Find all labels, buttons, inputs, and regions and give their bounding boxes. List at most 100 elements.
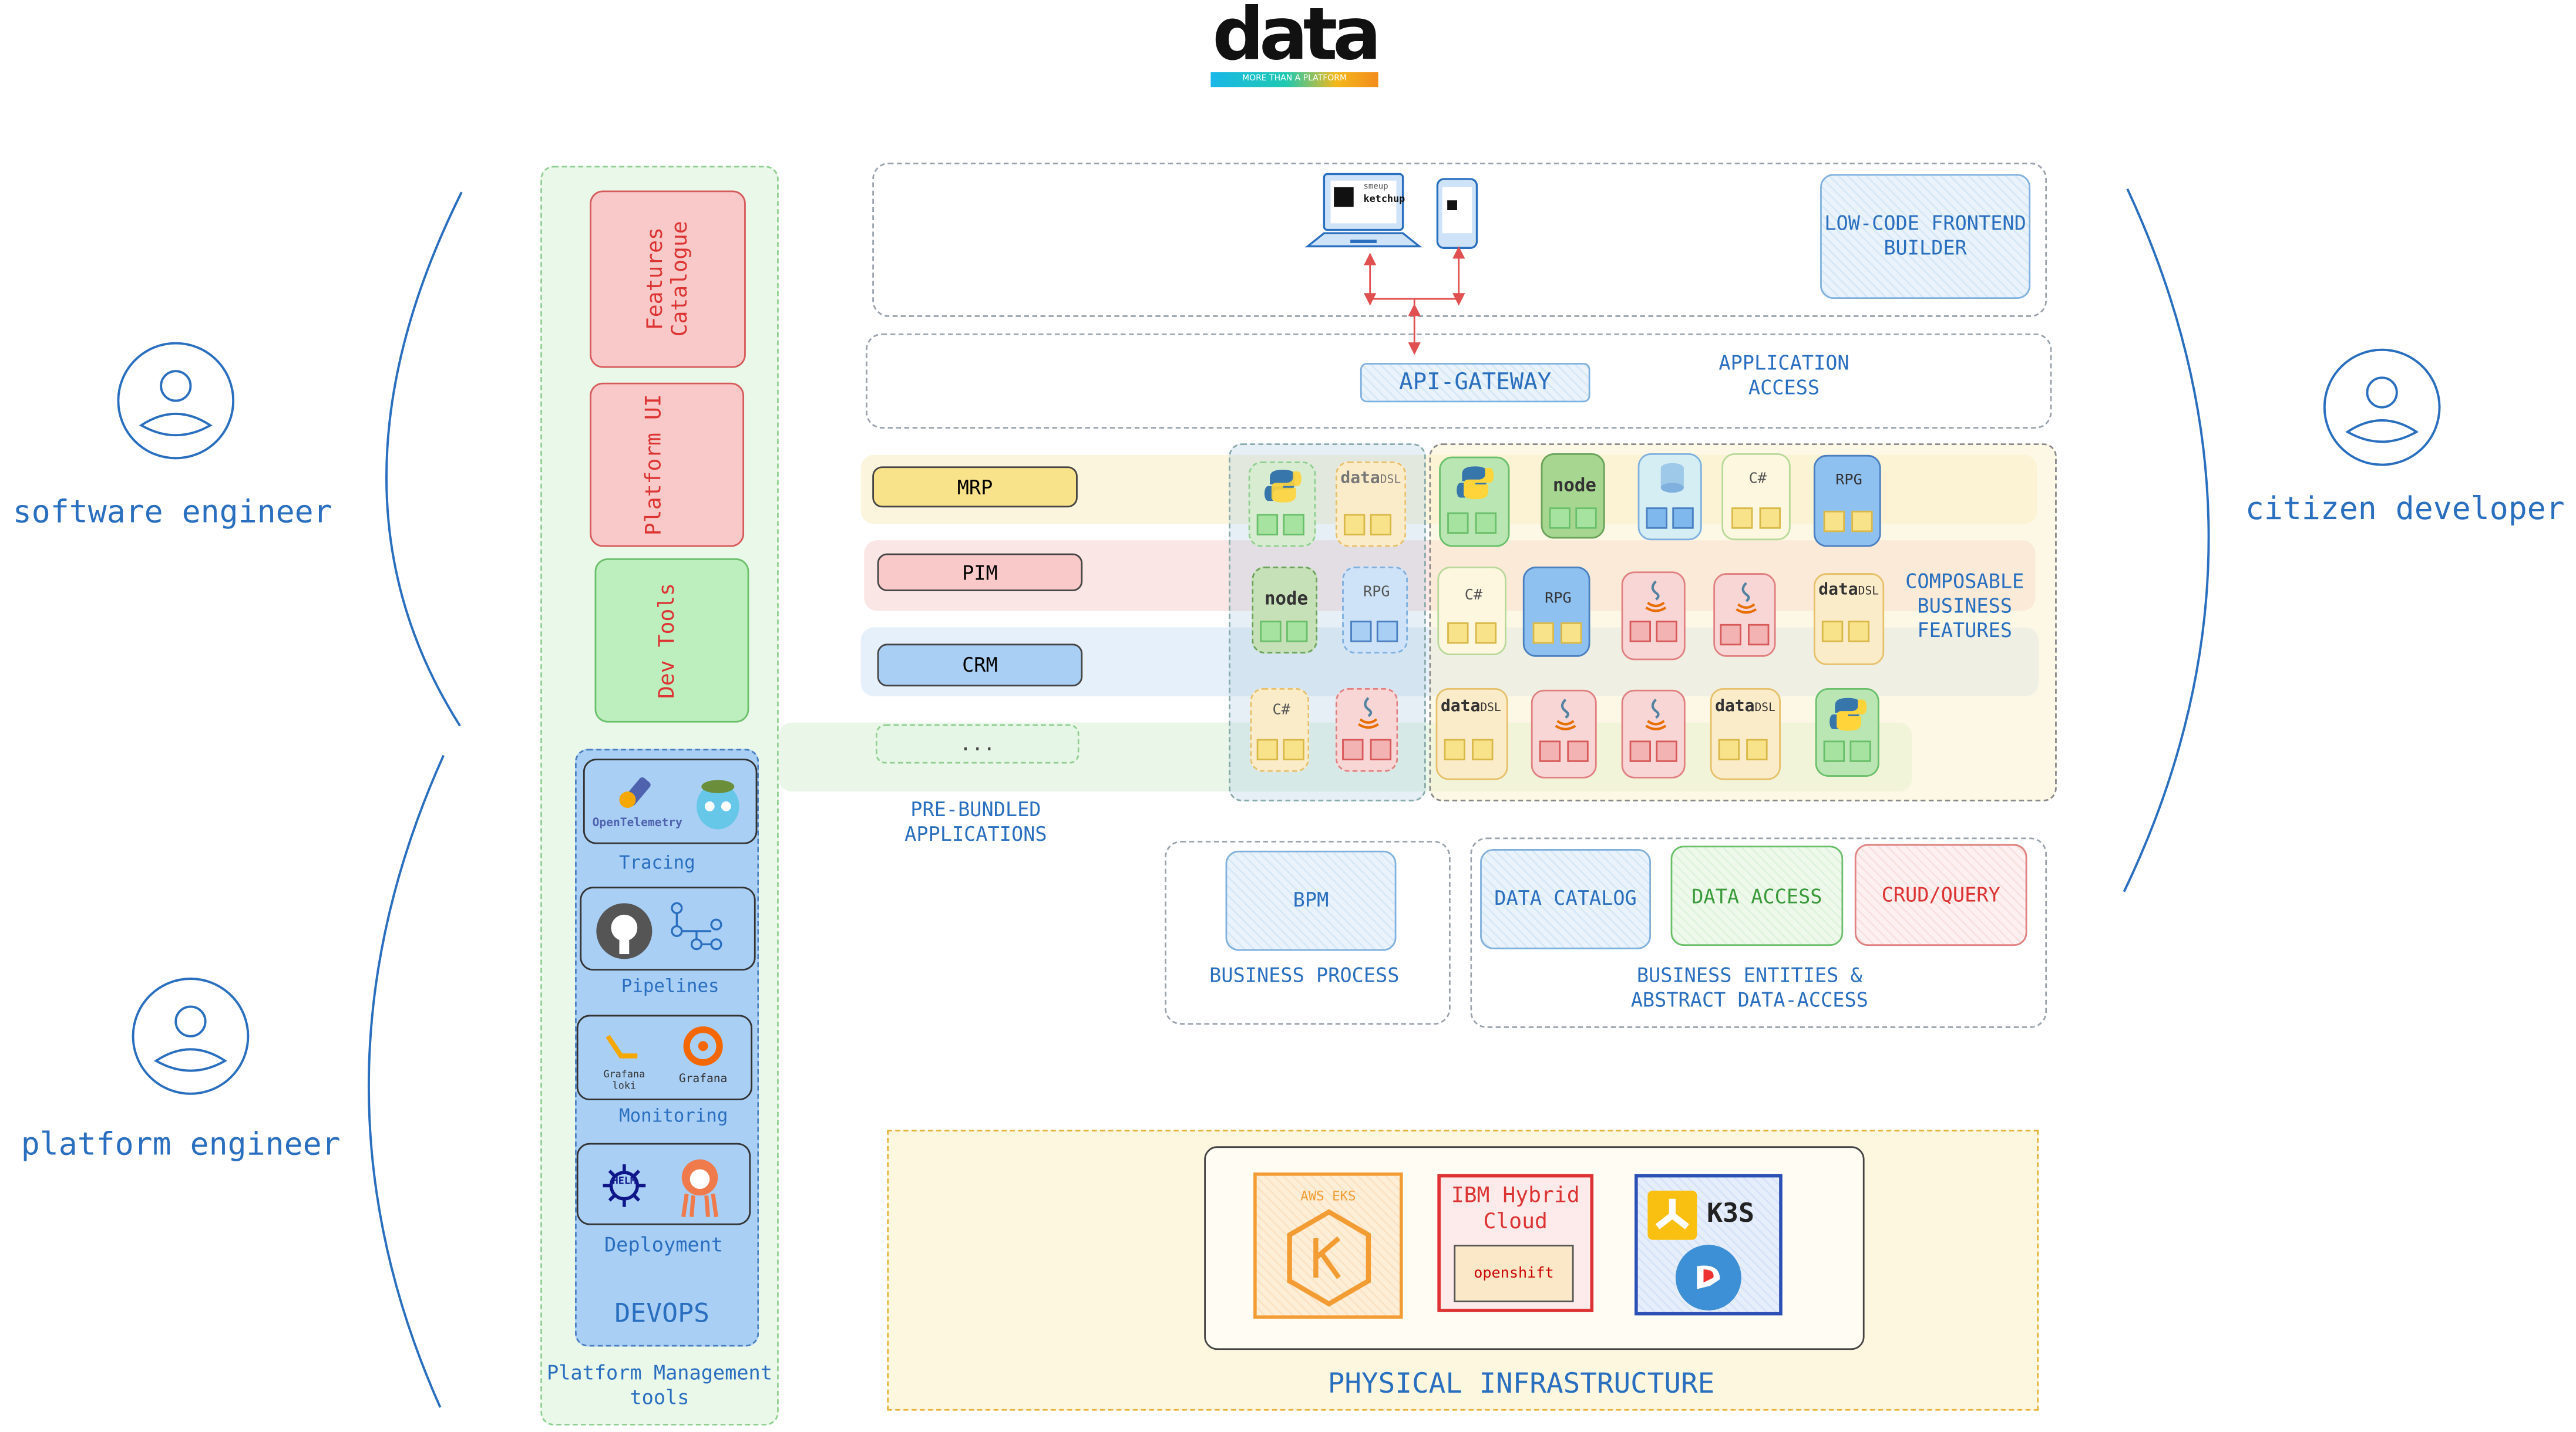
rpg-label: RPG [1363, 584, 1390, 601]
data-text: data [1715, 698, 1755, 716]
grafana-loki-icon: Grafana loki [591, 1033, 657, 1092]
bpm-box[interactable]: BPM [1225, 850, 1397, 951]
data-dsl-tile[interactable]: dataDSL [1335, 461, 1407, 547]
ibm-label: IBM Hybrid Cloud [1451, 1184, 1580, 1235]
java-tile[interactable] [1335, 688, 1398, 772]
rpg-tile[interactable]: RPG [1522, 566, 1590, 657]
laptop-icon [1301, 171, 1426, 260]
platform-engineer-label: platform engineer [21, 1126, 341, 1163]
python-tile[interactable] [1248, 461, 1316, 547]
api-gateway[interactable]: API-GATEWAY [1360, 363, 1590, 403]
grafana-icon: Grafana [670, 1026, 736, 1092]
physical-infrastructure-label: PHYSICAL INFRASTRUCTURE [1327, 1367, 1715, 1401]
deployment-tools[interactable]: HELM [576, 1143, 751, 1225]
java-tile[interactable] [1621, 689, 1686, 779]
ibm-hybrid-cloud-box[interactable]: IBM Hybrid Cloud openshift [1437, 1174, 1594, 1312]
data-dsl-tile[interactable]: dataDSL [1710, 688, 1781, 780]
data-access-label: DATA ACCESS [1691, 884, 1822, 908]
pipelines-tools[interactable] [580, 887, 756, 971]
software-engineer-avatar-icon [115, 340, 237, 461]
java-tile[interactable] [1713, 573, 1776, 657]
db-tile[interactable] [1637, 453, 1702, 541]
openshift-label: openshift [1474, 1265, 1554, 1282]
python-icon [1457, 466, 1494, 500]
csharp-label: C# [1748, 471, 1767, 488]
logo-text: data [1212, 0, 1381, 78]
data-dsl-icon: dataDSL [1715, 698, 1781, 716]
data-catalog-label: DATA CATALOG [1494, 887, 1637, 910]
pipelines-label: Pipelines [621, 975, 719, 997]
argo-icon [670, 1154, 729, 1220]
python-tile[interactable] [1815, 688, 1879, 777]
data-dsl-tile[interactable]: dataDSL [1813, 573, 1885, 665]
frontend-layer [872, 162, 2047, 317]
csharp-label: C# [1464, 588, 1483, 605]
node-tile[interactable]: node [1541, 453, 1605, 539]
data-dsl-icon: dataDSL [1441, 698, 1506, 716]
ketchup-label: ketchup [1363, 194, 1405, 205]
python-icon [1264, 469, 1302, 503]
csharp-tile[interactable]: C# [1250, 688, 1310, 772]
platform-management-label: Platform Management tools [547, 1361, 772, 1409]
pim-button[interactable]: PIM [877, 553, 1083, 591]
tracing-tools[interactable]: OpenTelemetry [583, 759, 758, 844]
k3s-label: K3S [1707, 1197, 1754, 1229]
rpg-label: RPG [1545, 591, 1572, 608]
helm-icon [591, 1161, 657, 1210]
aws-eks-box[interactable]: AWS EKS [1253, 1172, 1403, 1319]
data-text: data [1818, 581, 1858, 599]
bpm-label: BPM [1293, 888, 1329, 912]
java-tile[interactable] [1531, 689, 1597, 779]
grafana-label: Grafana [678, 1072, 728, 1086]
business-process-label: BUSINESS PROCESS [1209, 963, 1400, 987]
features-catalogue-button[interactable]: Features Catalogue [590, 190, 746, 368]
rpg-label: RPG [1835, 473, 1862, 490]
api-gateway-label: API-GATEWAY [1399, 368, 1552, 395]
csharp-tile[interactable]: C# [1721, 453, 1791, 541]
more-apps-button[interactable]: ... [875, 724, 1080, 764]
platform-ui-button[interactable]: Platform UI [590, 382, 745, 547]
opentelemetry-label: OpenTelemetry [592, 816, 682, 830]
low-code-frontend-builder[interactable]: LOW-CODE FRONTEND BUILDER [1820, 174, 2031, 299]
csharp-tile[interactable]: C# [1437, 566, 1506, 656]
k3s-icon [1647, 1190, 1697, 1240]
dev-tools-button[interactable]: Dev Tools [594, 558, 749, 723]
node-tile[interactable]: node [1252, 566, 1318, 654]
node-icon: node [1552, 474, 1596, 496]
deployment-label: Deployment [604, 1233, 724, 1256]
k3s-box[interactable]: K3S [1635, 1174, 1783, 1316]
crud-query-box[interactable]: CRUD/QUERY [1854, 844, 2027, 946]
data-text: data [1340, 469, 1380, 488]
dsl-text: DSL [1754, 701, 1775, 715]
github-icon [595, 902, 654, 961]
dsl-text: DSL [1858, 584, 1879, 598]
helm-label: HELM [612, 1175, 637, 1188]
rpg-tile[interactable]: RPG [1342, 566, 1408, 654]
citizen-developer-avatar-icon [2321, 346, 2443, 468]
business-process-layer [1165, 841, 1451, 1025]
pim-label: PIM [962, 561, 998, 584]
java-tile[interactable] [1621, 571, 1686, 661]
application-access-layer [866, 333, 2052, 429]
monitoring-label: Monitoring [619, 1105, 728, 1127]
more-apps-label: ... [959, 732, 996, 756]
software-engineer-label: software engineer [12, 494, 332, 531]
data-text: data [1440, 698, 1481, 716]
data-catalog-box[interactable]: DATA CATALOG [1480, 849, 1651, 949]
crm-button[interactable]: CRM [877, 643, 1083, 687]
openshift-box: openshift [1454, 1245, 1574, 1303]
mrp-label: MRP [957, 475, 993, 498]
data-access-box[interactable]: DATA ACCESS [1670, 845, 1844, 946]
csharp-label: C# [1272, 703, 1290, 720]
java-icon [1645, 580, 1667, 612]
mrp-button[interactable]: MRP [872, 466, 1078, 508]
phone-icon [1436, 177, 1479, 250]
monitoring-tools[interactable]: Grafana loki Grafana [576, 1015, 753, 1100]
rpg-tile[interactable]: RPG [1813, 454, 1881, 547]
crm-label: CRM [962, 653, 998, 677]
python-tile[interactable] [1439, 456, 1510, 547]
business-entities-layer [1470, 837, 2047, 1028]
data-dsl-tile[interactable]: dataDSL [1435, 688, 1508, 780]
